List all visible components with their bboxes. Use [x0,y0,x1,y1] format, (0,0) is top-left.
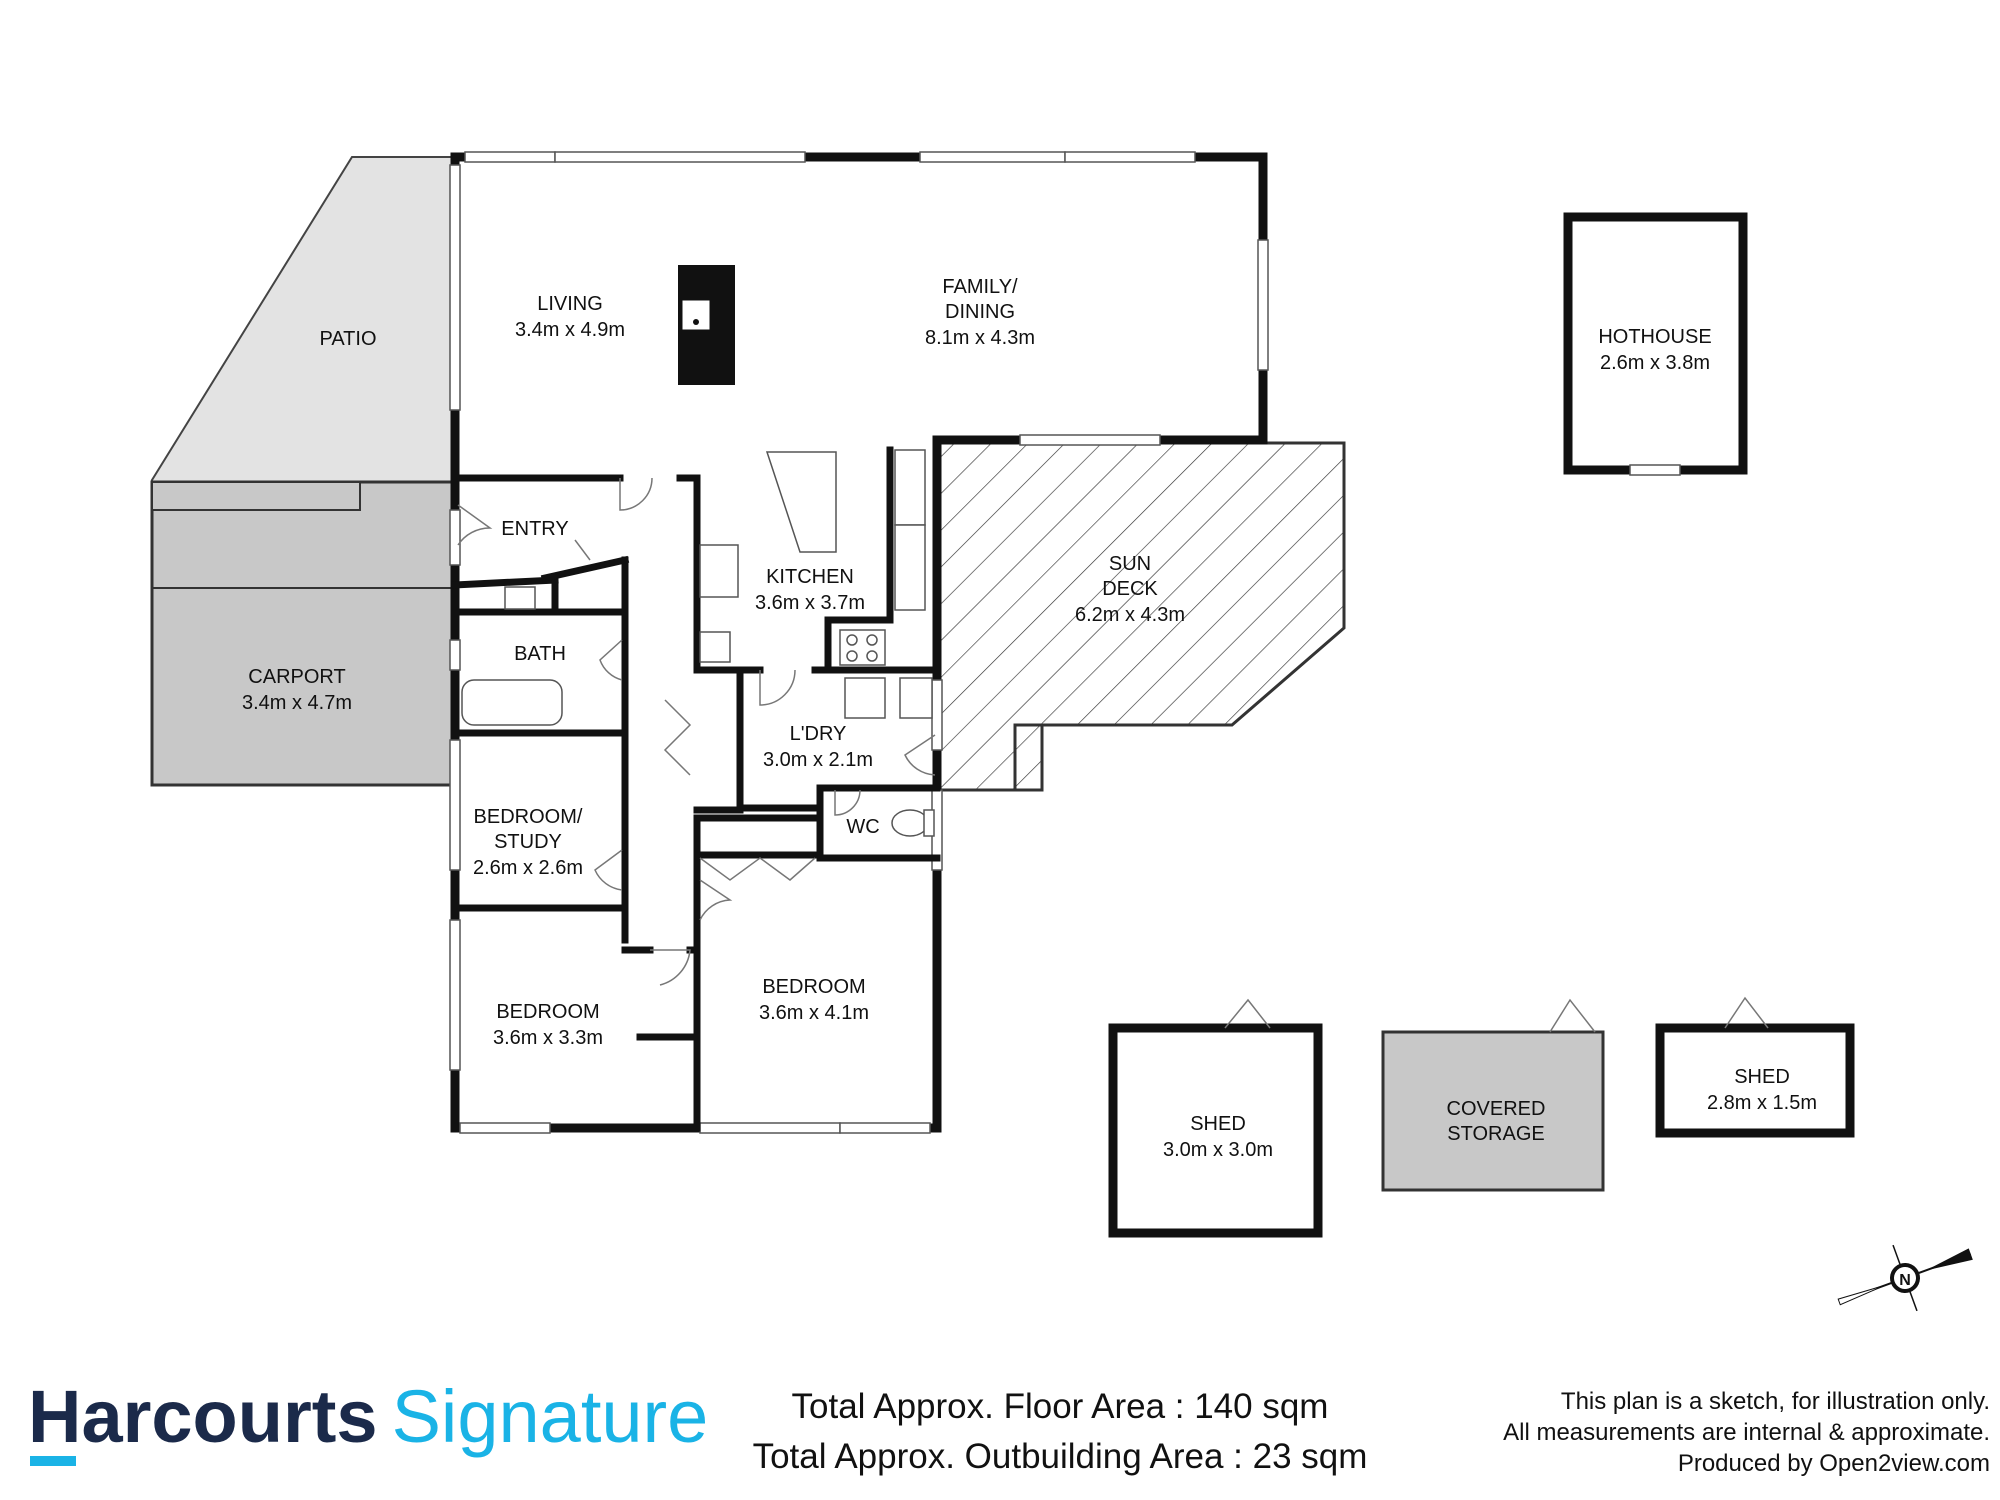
laundry-size: 3.0m x 2.1m [763,749,873,771]
covered-storage-area [1381,1030,1605,1192]
covered-storage-label-1: COVERED [1447,1098,1546,1120]
disclaimer-line-3: Produced by Open2view.com [1677,1450,1990,1477]
sun-deck-label-1: SUN [1109,553,1151,575]
floor-area-text: Total Approx. Floor Area : 140 sqm [791,1387,1329,1426]
brand-secondary: Signature [391,1375,709,1458]
vanity [504,586,536,610]
fireplace-flue [693,319,699,325]
kitchen-fittings [699,449,926,666]
toilet [891,809,929,837]
carport-area [150,480,457,787]
disclaimer-line-1: This plan is a sketch, for illustration … [1560,1388,1990,1415]
area-summary: Total Approx. Floor Area : 140 sqm Total… [700,1382,1420,1482]
wc-label: WC [846,816,879,838]
shed-1-walls [1108,1023,1323,1238]
hothouse-walls [1563,212,1748,475]
hothouse-size: 2.6m x 3.8m [1600,352,1710,374]
bedroom-study-size: 2.6m x 2.6m [473,857,583,879]
kitchen-label: KITCHEN [766,566,854,588]
shed-2-label: SHED [1734,1066,1790,1088]
door-swings [457,477,936,986]
disclaimer-line-2: All measurements are internal & approxim… [1503,1419,1990,1446]
hothouse-label: HOTHOUSE [1598,326,1711,348]
bath-label: BATH [514,643,566,665]
bedroom-1-label: BEDROOM [496,1001,599,1023]
toilet-cistern [923,809,935,837]
sun-deck-label-2: DECK [1102,578,1158,600]
storage-door [1549,998,1596,1033]
shed-1-size: 3.0m x 3.0m [1163,1139,1273,1161]
family-dining-label-2: DINING [945,301,1015,323]
hothouse-window [1629,464,1681,476]
laundry-tub [899,677,933,719]
shed-2-door [1724,996,1769,1029]
carport-size: 3.4m x 4.7m [242,692,352,714]
sun-deck-size: 6.2m x 4.3m [1075,604,1185,626]
bedroom-study-label-2: STUDY [494,831,562,853]
sun-deck-area [938,441,1346,792]
laundry-label: L'DRY [790,723,847,745]
entry-label: ENTRY [501,518,568,540]
family-dining-size: 8.1m x 4.3m [925,327,1035,349]
brand-underline [30,1456,76,1466]
shed-1-door [1224,998,1271,1029]
kitchen-size: 3.6m x 3.7m [755,592,865,614]
living-label: LIVING [537,293,603,315]
shed-2-size: 2.8m x 1.5m [1707,1092,1817,1114]
fireplace-hearth [681,299,711,331]
windows [449,151,1269,1134]
carport-label: CARPORT [248,666,345,688]
washer [844,677,886,719]
carport-bench [151,481,361,511]
living-size: 3.4m x 4.9m [515,319,625,341]
shed-2-walls [1655,1023,1855,1138]
outbuilding-area-text: Total Approx. Outbuilding Area : 23 sqm [752,1437,1368,1476]
shed-1-label: SHED [1190,1113,1246,1135]
bedroom-1-size: 3.6m x 3.3m [493,1027,603,1049]
covered-storage-label-2: STORAGE [1447,1123,1544,1145]
bathtub [461,679,563,726]
patio-area [151,156,456,483]
bedroom-2-label: BEDROOM [762,976,865,998]
interior-walls [451,446,941,1132]
family-dining-label-1: FAMILY/ [942,276,1018,298]
bedroom-study-label-1: BEDROOM/ [474,806,583,828]
sun-deck-step [1013,723,1042,790]
compass-north-label: N [1899,1272,1911,1289]
brand-primary: Harcourts [28,1375,378,1458]
bedroom-2-size: 3.6m x 4.1m [759,1002,869,1024]
compass-rose [1837,1244,1973,1312]
disclaimer: This plan is a sketch, for illustration … [1503,1386,1990,1479]
patio-label: PATIO [319,328,376,350]
